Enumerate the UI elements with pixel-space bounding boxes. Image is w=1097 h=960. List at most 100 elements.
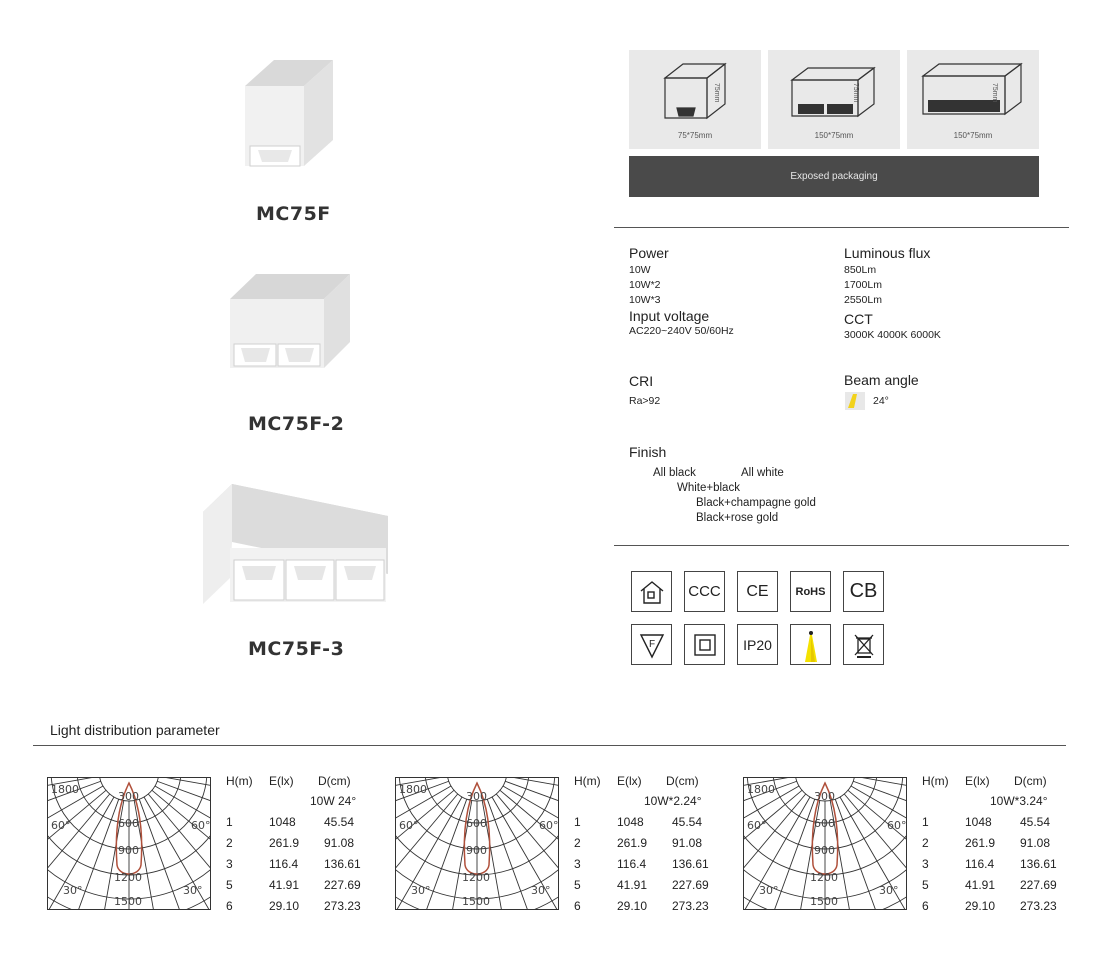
column-header: E(lx): [965, 774, 990, 788]
table-cell: 5: [574, 878, 581, 892]
indoor-use-icon: [631, 571, 672, 612]
dimension-card: 75mm 75*75mm: [629, 50, 761, 149]
spec-value-cri: Ra>92: [629, 395, 661, 407]
divider: [614, 227, 1069, 228]
column-header: D(cm): [666, 774, 699, 788]
polar-label: 30°: [759, 884, 779, 897]
section-title: Light distribution parameter: [50, 722, 220, 738]
table-cell: 91.08: [324, 836, 355, 850]
ip20-mark-icon: IP20: [737, 624, 778, 665]
dimension-height: 75mm: [990, 83, 998, 103]
table-cell: 1048: [269, 815, 296, 829]
model-name: MC75F: [256, 203, 331, 225]
polar-label: 900: [466, 844, 487, 857]
table-subtitle: 10W*2.24°: [644, 794, 702, 808]
table-cell: 136.61: [1020, 857, 1057, 871]
packaging-label: Exposed packaging: [790, 171, 878, 182]
line-drawing-icon: [921, 62, 1023, 116]
table-cell: 2: [922, 836, 929, 850]
divider: [614, 545, 1069, 546]
table-cell: 116.4: [269, 857, 299, 871]
dimension-size: 75*75mm: [677, 131, 713, 140]
table-cell: 45.54: [1020, 815, 1051, 829]
polar-label: 1500: [462, 895, 490, 908]
polar-label: 30°: [531, 884, 551, 897]
dimension-card: 75mm 150*75mm: [907, 50, 1039, 149]
table-cell: 41.91: [269, 878, 300, 892]
polar-label: 60°: [747, 819, 767, 832]
column-header: E(lx): [269, 774, 294, 788]
table-cell: 273.23: [1020, 899, 1057, 913]
table-cell: 45.54: [672, 815, 703, 829]
table-cell: 3: [574, 857, 581, 871]
polar-label: 60°: [191, 819, 211, 832]
polar-label: 300: [118, 790, 139, 803]
polar-label: 1800: [51, 783, 79, 796]
table-cell: 5: [922, 878, 929, 892]
divider: [33, 745, 1066, 746]
weee-bin-icon: [843, 624, 884, 665]
spec-label-luminous-flux: Luminous flux: [844, 245, 931, 261]
ccc-mark-icon: CCC: [684, 571, 725, 612]
column-header: D(cm): [318, 774, 351, 788]
table-cell: 273.23: [324, 899, 361, 913]
table-cell: 41.91: [965, 878, 996, 892]
spec-label-cri: CRI: [629, 373, 654, 389]
polar-label: 900: [118, 844, 139, 857]
table-subtitle: 10W*3.24°: [990, 794, 1048, 808]
table-cell: 41.91: [617, 878, 648, 892]
polar-label: 1800: [399, 783, 427, 796]
column-header: H(m): [922, 774, 949, 788]
line-drawing-icon: [663, 62, 727, 120]
table-cell: 136.61: [672, 857, 709, 871]
table-cell: 91.08: [672, 836, 703, 850]
polar-label: 60°: [539, 819, 559, 832]
table-cell: 2: [226, 836, 233, 850]
finish-option: White+black: [677, 482, 740, 494]
polar-label: 60°: [51, 819, 71, 832]
dimension-card: 75mm 150*75mm: [768, 50, 900, 149]
polar-label: 30°: [879, 884, 899, 897]
table-cell: 6: [574, 899, 581, 913]
table-cell: 1048: [617, 815, 644, 829]
polar-label: 600: [814, 817, 835, 830]
table-cell: 2: [574, 836, 581, 850]
cb-mark-icon: CB: [843, 571, 884, 612]
f-mark-icon: F: [631, 624, 672, 665]
polar-label: 1200: [114, 871, 142, 884]
polar-label: 300: [466, 790, 487, 803]
table-cell: 29.10: [269, 899, 300, 913]
polar-diagram: 1800 60° 60° 30° 30° 300 600 900 1200 15…: [0, 620, 327, 960]
polar-label: 1200: [462, 871, 490, 884]
table-cell: 3: [922, 857, 929, 871]
dimension-height: 75mm: [712, 83, 720, 103]
flux-value: 850Lm: [844, 264, 877, 276]
flux-value: 1700Lm: [844, 279, 882, 291]
dimension-size: 150*75mm: [814, 131, 854, 140]
line-drawing-icon: [790, 66, 876, 118]
polar-label: 30°: [411, 884, 431, 897]
polar-label: 600: [118, 817, 139, 830]
polar-diagram: 1800 60° 60° 30° 30° 300 600 900 1200 15…: [279, 620, 675, 960]
spec-label-power: Power: [629, 245, 669, 261]
product-image-mc75f-2: [226, 272, 354, 372]
table-cell: 227.69: [672, 878, 709, 892]
spec-label-cct: CCT: [844, 311, 873, 327]
spec-label-finish: Finish: [629, 444, 667, 460]
table-cell: 3: [226, 857, 233, 871]
dimension-height: 75mm: [851, 83, 859, 103]
polar-diagram: 1800 60° 60° 30° 30° 300 600 900 1200 15…: [627, 620, 1023, 960]
polar-label: 1500: [810, 895, 838, 908]
table-cell: 5: [226, 878, 233, 892]
light-beam-icon: [790, 624, 831, 665]
polar-label: 1500: [114, 895, 142, 908]
spec-value-cct: 3000K 4000K 6000K: [844, 329, 941, 341]
rohs-mark-icon: RoHS: [790, 571, 831, 612]
polar-label: 300: [814, 790, 835, 803]
table-cell: 1048: [965, 815, 992, 829]
power-value: 10W*3: [629, 294, 661, 306]
spec-label-beam-angle: Beam angle: [844, 372, 919, 388]
cert-label: RoHS: [795, 585, 826, 598]
polar-label: 1200: [810, 871, 838, 884]
svg-text:F: F: [648, 639, 654, 650]
